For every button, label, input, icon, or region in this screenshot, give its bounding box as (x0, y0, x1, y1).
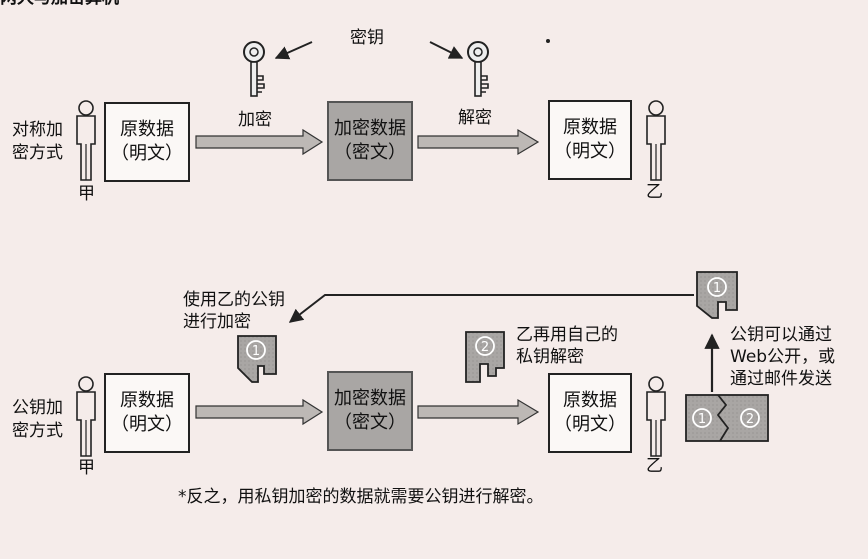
footnote: *反之，用私钥加密的数据就需要公钥进行解密。 (178, 487, 544, 507)
arrow-icon (195, 398, 324, 426)
public-method-label-line2: 密方式 (12, 421, 63, 441)
svg-text:1: 1 (698, 412, 706, 427)
box-line: （明文） (111, 143, 183, 164)
arrow-icon (417, 398, 540, 426)
svg-text:2: 2 (481, 340, 489, 355)
symmetric-cipher-box: 加密数据 （密文） (327, 101, 413, 181)
symmetric-method-label-line1: 对称加 (12, 120, 63, 140)
person-icon (76, 376, 96, 457)
public-method-label-line1: 公钥加 (12, 398, 63, 418)
key-card-icon: 1 2 (685, 394, 769, 442)
private-key-note-line1: 乙再用自己的 (516, 325, 618, 345)
arrow-icon (429, 41, 464, 59)
box-line: 原数据 (563, 117, 617, 138)
private-key-note-line2: 私钥解密 (516, 347, 584, 367)
svg-text:2: 2 (746, 412, 754, 427)
publish-note-line3: 通过邮件发送 (730, 369, 832, 389)
arrow-icon (274, 41, 313, 60)
encrypt-label: 加密 (238, 110, 272, 130)
box-line: 原数据 (563, 390, 617, 411)
public-plaintext-box: 原数据 （明文） (104, 373, 190, 453)
use-public-key-note-line1: 使用乙的公钥 (183, 290, 285, 310)
use-public-key-note-line2: 进行加密 (183, 312, 251, 332)
svg-text:1: 1 (252, 344, 260, 359)
public-sender: 甲 (78, 458, 95, 478)
key-label: 密钥 (350, 28, 384, 48)
symmetric-plaintext-box: 原数据 （明文） (104, 102, 190, 182)
arrow-icon (195, 128, 324, 156)
publish-note-line2: Web公开，或 (730, 347, 836, 367)
public-cipher-box: 加密数据 （密文） (327, 371, 413, 451)
key-card-icon: 2 (465, 331, 505, 383)
person-icon (646, 100, 666, 181)
decrypt-label: 解密 (458, 108, 492, 128)
box-line: （明文） (554, 414, 626, 435)
public-receiver: 乙 (646, 456, 663, 476)
person-icon (646, 376, 666, 457)
publish-note-line1: 公钥可以通过 (730, 325, 832, 345)
box-line: 加密数据 (334, 388, 406, 409)
symmetric-sender: 甲 (78, 184, 95, 204)
symmetric-receiver: 乙 (646, 182, 663, 202)
symmetric-plaintext-box-right: 原数据 （明文） (548, 100, 632, 180)
key-card-icon: 1 (696, 271, 738, 319)
arrow-icon (417, 128, 540, 156)
box-line: （密文） (334, 142, 406, 163)
box-line: （明文） (554, 141, 626, 162)
svg-text:1: 1 (713, 281, 721, 296)
public-plaintext-box-right: 原数据 （明文） (548, 373, 632, 453)
key-card-icon: 1 (237, 335, 277, 383)
arrow-icon (288, 294, 694, 323)
box-line: 原数据 (120, 119, 174, 140)
box-line: 原数据 (120, 390, 174, 411)
box-line: 加密数据 (334, 118, 406, 139)
box-line: （密文） (334, 412, 406, 433)
symmetric-method-label-line2: 密方式 (12, 143, 63, 163)
person-icon (76, 100, 96, 181)
key-icon (243, 41, 265, 97)
box-line: （明文） (111, 414, 183, 435)
header-fragment: 两大与加密算机 (0, 0, 119, 8)
key-icon (467, 41, 489, 97)
